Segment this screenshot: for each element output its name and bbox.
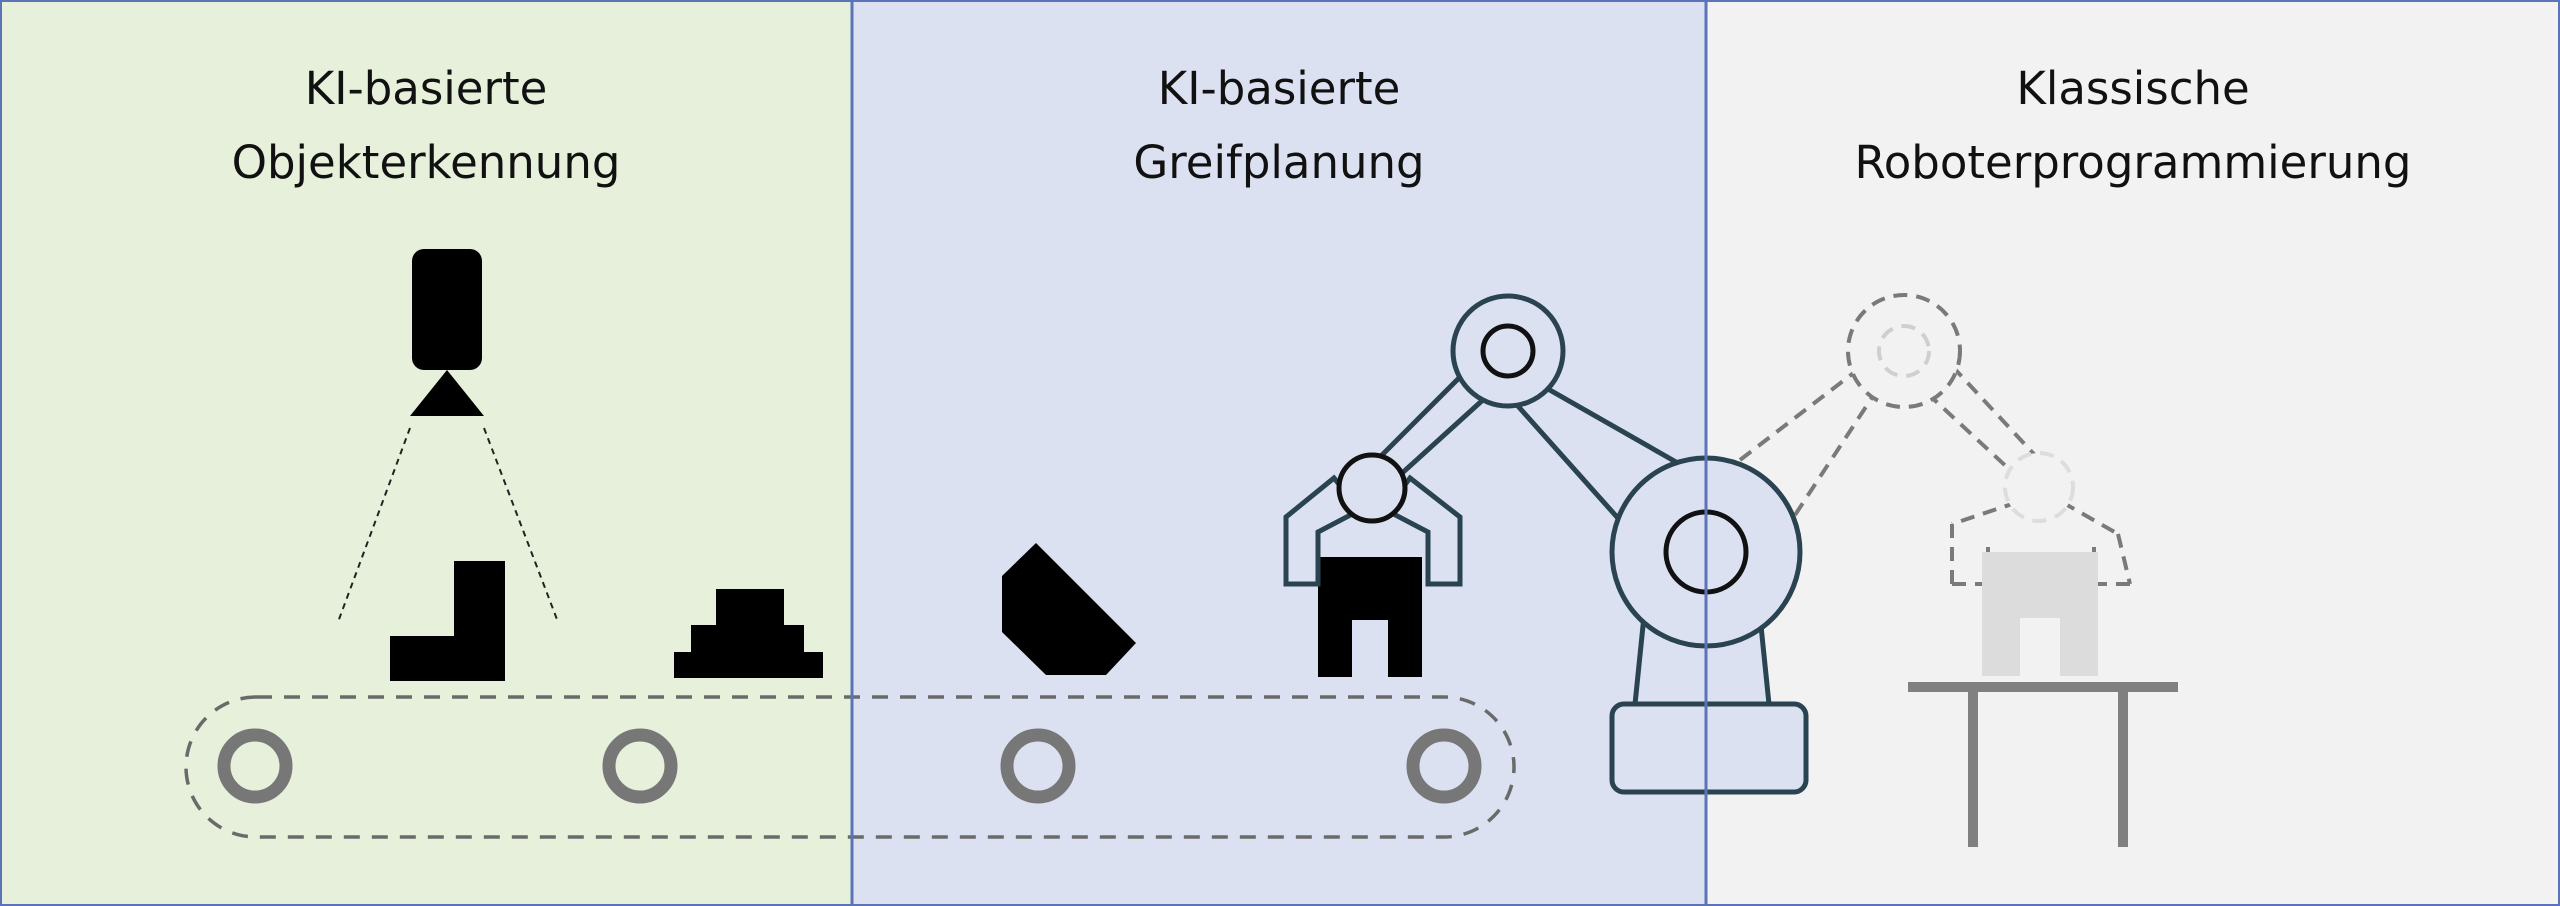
panel-title-line: Greifplanung (1133, 136, 1425, 189)
panel-background-grasp-planning (852, 0, 1706, 906)
conveyor-belt-icon (184, 695, 1516, 839)
conveyor-roller (1406, 728, 1482, 804)
table-icon (1908, 682, 2178, 847)
tilted-hexagon-object (1002, 543, 1136, 675)
panel-title-line: Objekterkennung (231, 136, 621, 189)
stepped-pyramid-object (674, 589, 823, 678)
panel-background-object-detection (0, 0, 852, 906)
camera-view-line-right (483, 427, 559, 623)
conveyor-roller (1000, 728, 1076, 804)
l-shaped-object (390, 561, 505, 681)
conveyor-roller (217, 728, 293, 804)
camera-lens (410, 370, 484, 416)
panel-title-line: Roboterprogrammierung (1854, 136, 2412, 189)
conveyor-roller (602, 728, 678, 804)
panel-title-line: KI-basierte (1157, 62, 1401, 115)
ghost-held-object (1982, 552, 2098, 676)
panel-title-line: Klassische (2016, 62, 2250, 115)
panel-title-grasp-planning: KI-basierte Greifplanung (852, 52, 1706, 200)
camera-view-line-left (337, 427, 411, 623)
panel-title-line: KI-basierte (304, 62, 548, 115)
camera-icon (337, 249, 559, 623)
panel-title-object-detection: KI-basierte Objekterkennung (0, 52, 852, 200)
robot-elbow-joint (1450, 293, 1566, 409)
robot-base (1609, 701, 1809, 795)
held-object (1318, 557, 1422, 680)
camera-body (412, 249, 482, 370)
panel-background-classic-programming (1706, 0, 2560, 906)
conveyor-belt-outline (184, 695, 1516, 839)
robot-wrist-joint (1336, 452, 1408, 524)
panel-title-classic-programming: Klassische Roboterprogrammierung (1706, 52, 2560, 200)
robot-elbow-pin (1480, 323, 1536, 379)
